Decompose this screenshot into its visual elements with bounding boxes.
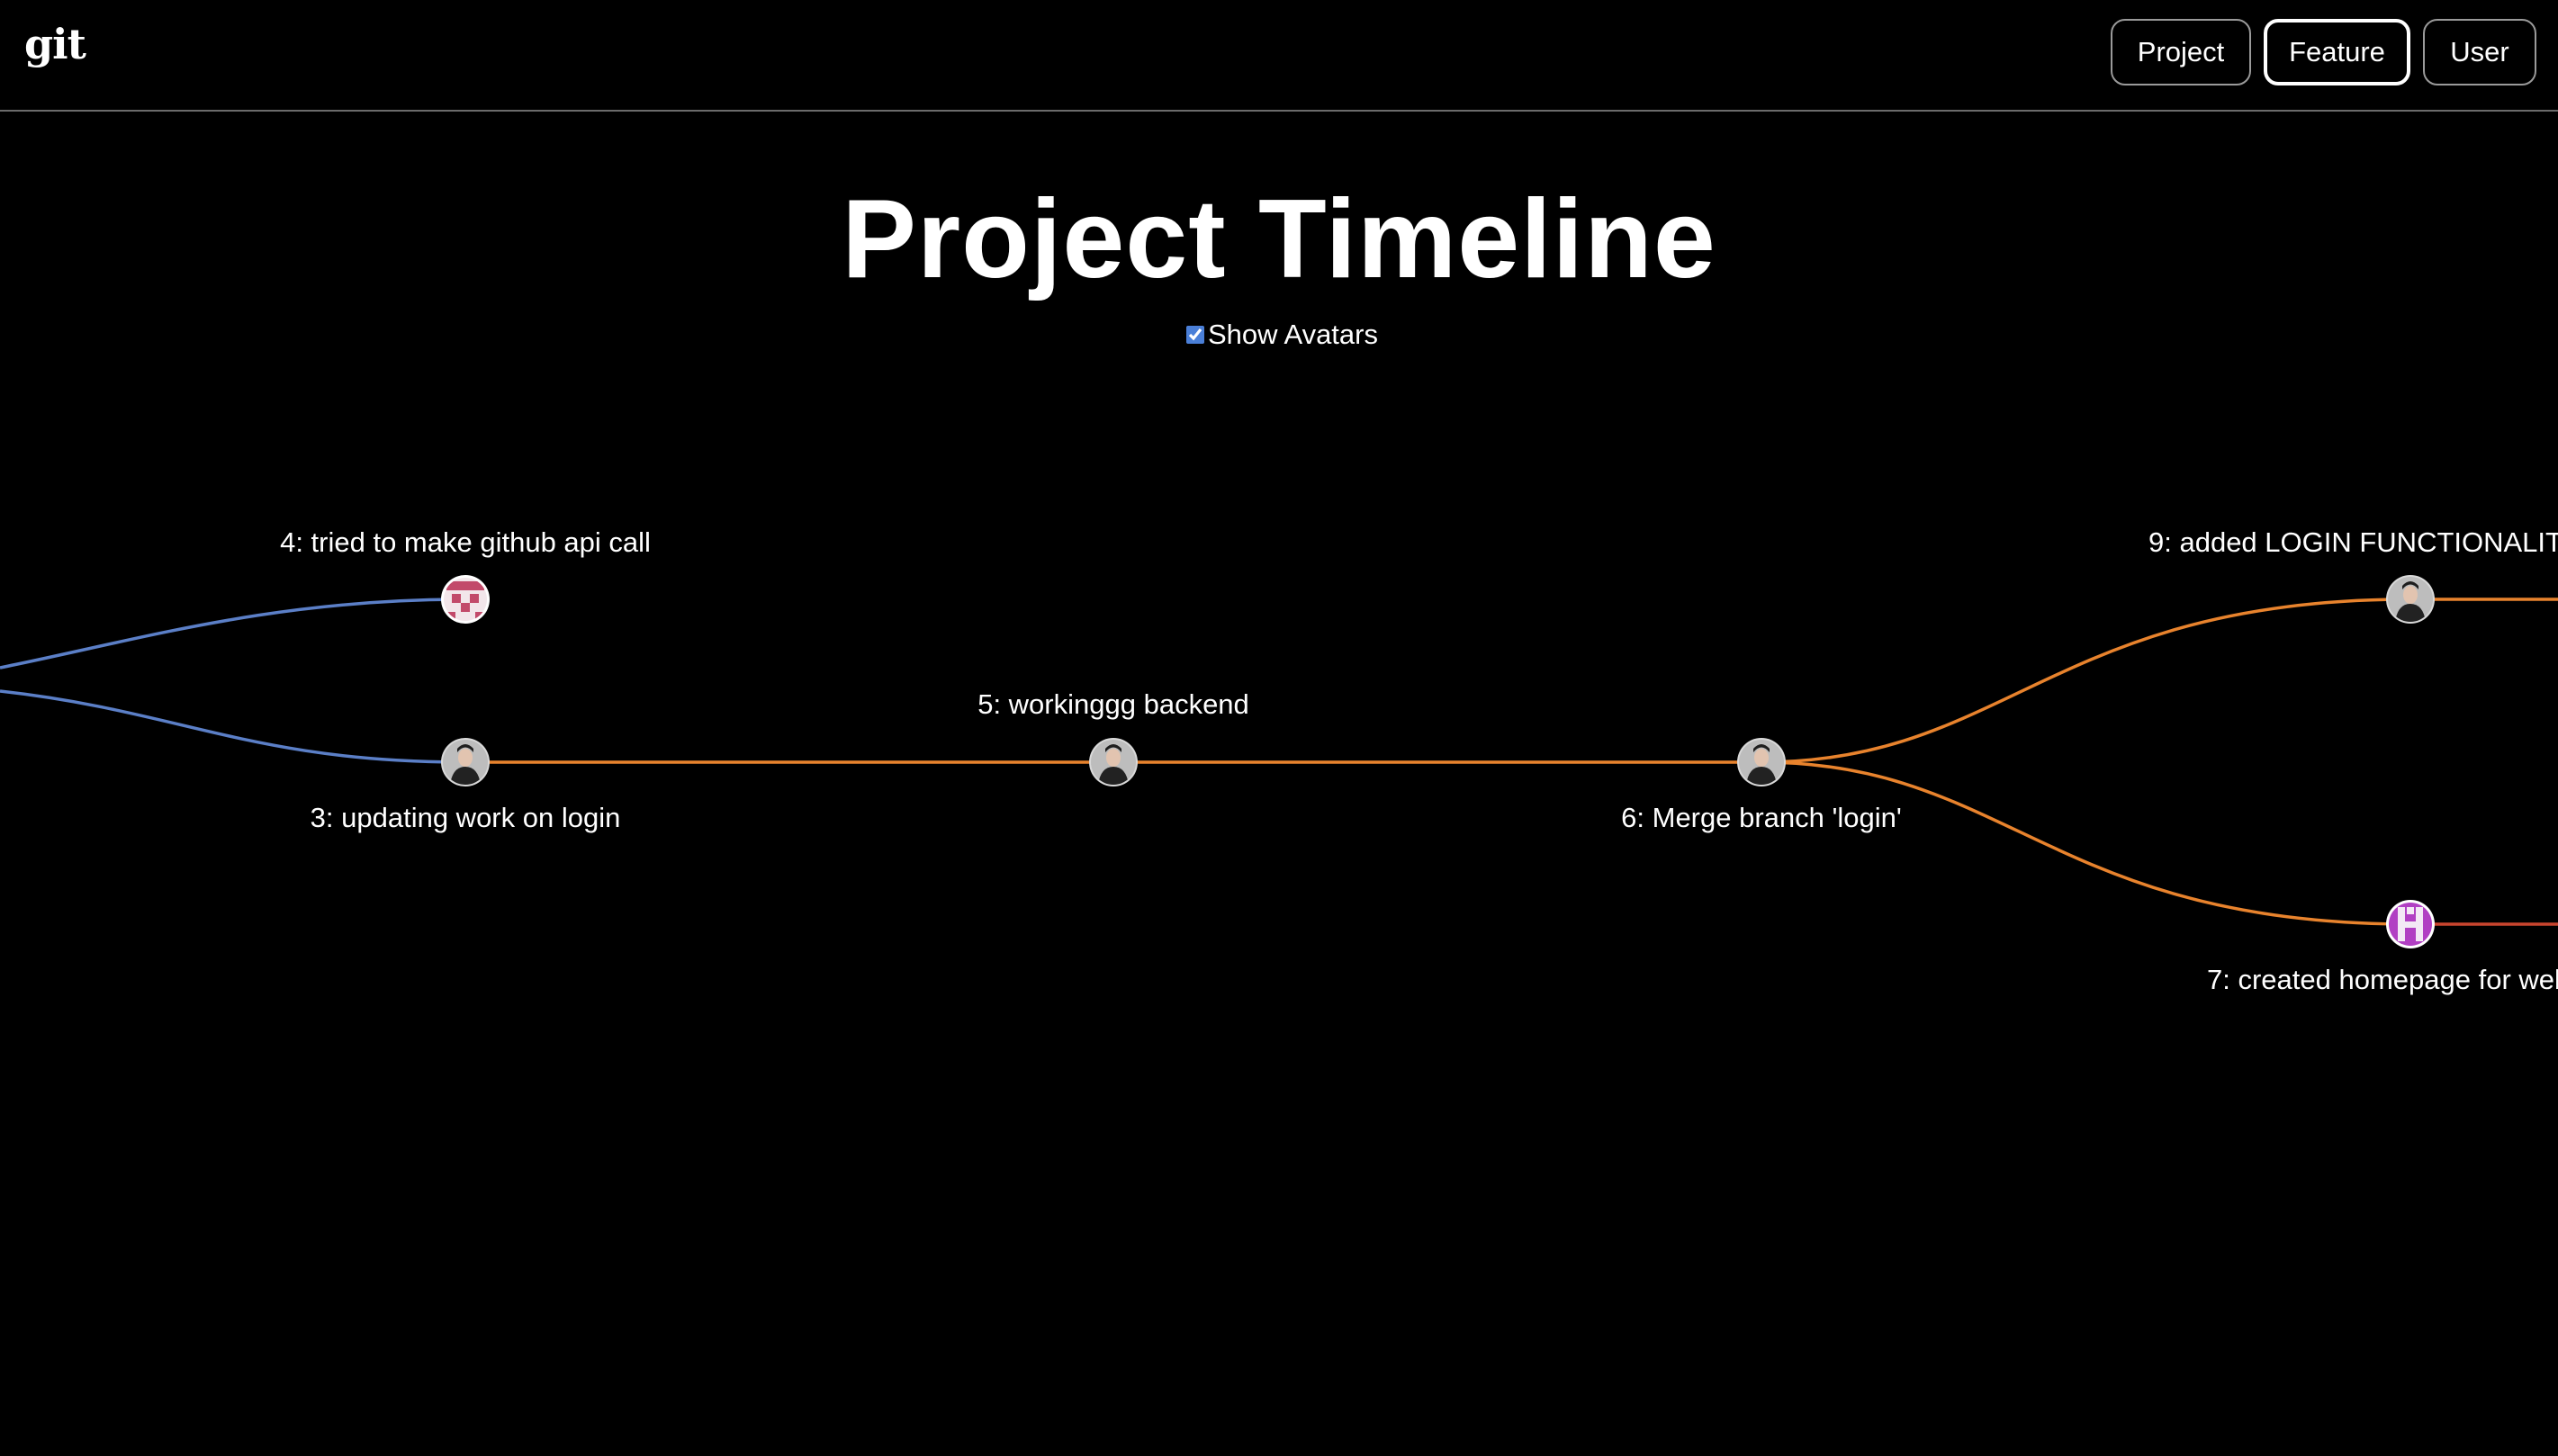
commit-node-6[interactable] [1737, 738, 1786, 786]
commit-label-4: 4: tried to make github api call [280, 526, 651, 558]
git-logo[interactable]: git [24, 20, 86, 68]
photo-avatar [1739, 740, 1784, 785]
commit-node-5[interactable] [1089, 738, 1138, 786]
commit-label-5: 5: workinggg backend [977, 688, 1249, 720]
branch-line-blue-upper [0, 598, 466, 670]
pink-identicon-avatar [444, 578, 487, 621]
commit-node-4[interactable] [441, 575, 490, 624]
commit-label-7: 7: created homepage for web [2207, 964, 2558, 995]
commit-node-3[interactable] [441, 738, 490, 786]
purple-identicon-avatar [2389, 903, 2432, 946]
photo-avatar [443, 740, 488, 785]
top-navigation-bar: git Project Feature User [0, 0, 2558, 112]
commit-node-9[interactable] [2386, 575, 2435, 624]
view-switcher: Project Feature User [2111, 19, 2536, 85]
show-avatars-label: Show Avatars [1208, 319, 1378, 350]
page-title: Project Timeline [842, 177, 1716, 301]
commit-label-9: 9: added LOGIN FUNCTIONALITY [2148, 526, 2558, 558]
commit-label-3: 3: updating work on login [311, 802, 621, 833]
branch-line-orange-down [1761, 760, 2411, 926]
feature-view-button[interactable]: Feature [2264, 19, 2410, 85]
photo-avatar [2388, 577, 2433, 622]
show-avatars-checkbox[interactable] [1186, 326, 1204, 344]
branch-line-orange-up [1761, 598, 2558, 764]
branch-line-blue-lower [0, 689, 466, 764]
commit-label-6: 6: Merge branch 'login' [1621, 802, 1902, 833]
commit-node-7[interactable] [2386, 900, 2435, 948]
photo-avatar [1091, 740, 1136, 785]
show-avatars-toggle[interactable]: Show Avatars [1186, 319, 1378, 351]
user-view-button[interactable]: User [2423, 19, 2536, 85]
project-view-button[interactable]: Project [2111, 19, 2251, 85]
